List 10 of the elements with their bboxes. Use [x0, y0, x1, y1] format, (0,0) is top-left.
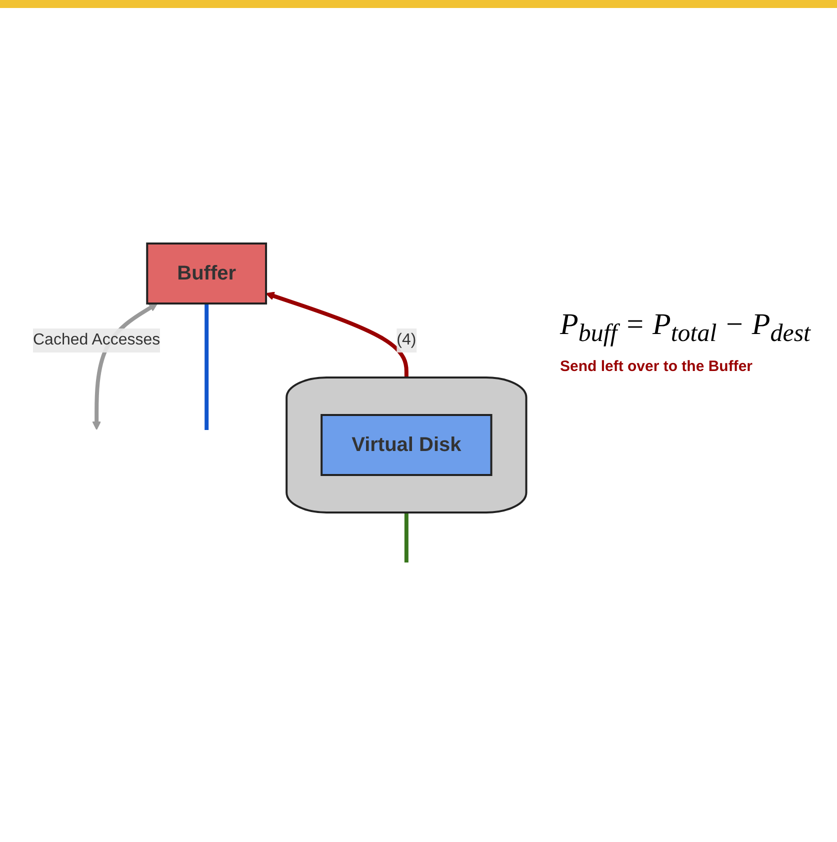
- connector: [204, 304, 209, 430]
- node-box: Virtual Disk: [320, 414, 493, 476]
- edge-label: Cached Accesses: [33, 332, 161, 348]
- node-box: Buffer: [146, 242, 268, 304]
- arrow: [266, 292, 409, 378]
- note-label: Send left over to the Buffer: [560, 358, 754, 375]
- edge-label: (4): [397, 332, 417, 348]
- formula-label: P$_{buff}$ = P$_{total}$ − P$_{dest}$: [560, 308, 812, 348]
- connector: [404, 512, 409, 562]
- cluster: [286, 376, 528, 514]
